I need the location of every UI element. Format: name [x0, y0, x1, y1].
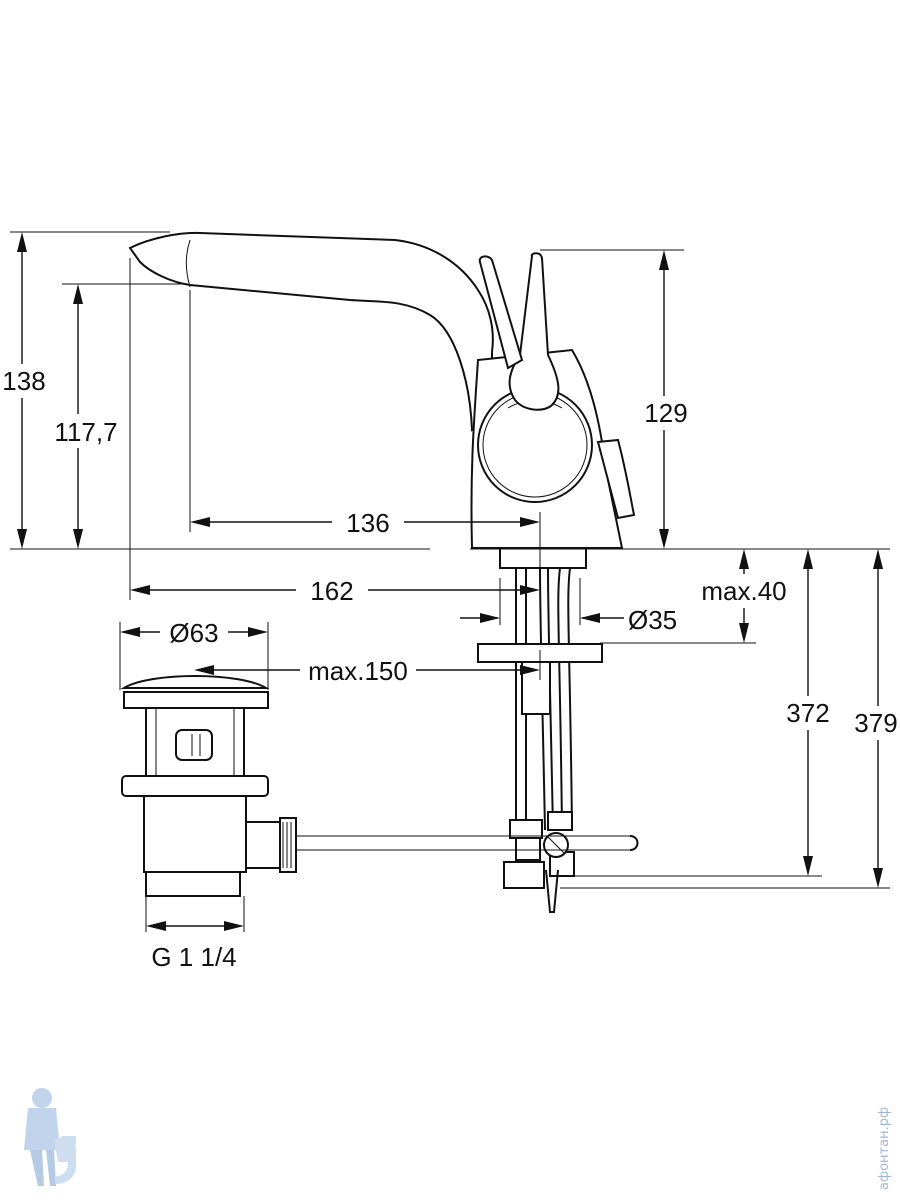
waste-slot [175, 729, 213, 761]
faucet-rear-button [596, 438, 636, 520]
dim-max150-label: max.150 [308, 656, 408, 686]
site-watermark: афонтан.рф [877, 1107, 892, 1190]
dim-372: 372 [780, 549, 836, 876]
dim-max40-label: max.40 [701, 576, 786, 606]
waste-assembly [120, 675, 297, 897]
plumber-mascot-logo [24, 1088, 76, 1186]
faucet-body [128, 231, 636, 913]
waste-outlet [145, 871, 241, 897]
waste-plug [120, 675, 270, 689]
dim-379: 379 [852, 549, 900, 888]
hose-fitting-right [547, 811, 573, 831]
faucet-lever [508, 252, 560, 411]
waste-nut [121, 775, 269, 797]
faucet-spout [128, 231, 494, 432]
dim-136: 136 [190, 506, 540, 540]
dim-117-7: 117,7 [46, 284, 122, 549]
dim-g114-label: G 1 1/4 [151, 942, 236, 972]
dim-g114: G 1 1/4 [146, 921, 244, 972]
extension-lines [10, 231, 890, 932]
dim-138: 138 [0, 232, 48, 549]
dim-35: Ø35 [460, 605, 677, 635]
dim-138-label: 138 [2, 366, 45, 396]
dim-117-7-label: 117,7 [54, 417, 117, 447]
dim-372-label: 372 [786, 698, 829, 728]
site-watermark-text: афонтан.рф [877, 1107, 892, 1190]
dim-162-label: 162 [310, 576, 353, 606]
dim-129-label: 129 [644, 398, 687, 428]
dim-35-label: Ø35 [628, 605, 677, 635]
dim-379-label: 379 [854, 708, 897, 738]
dim-63: Ø63 [120, 616, 268, 650]
pop-up-rod [296, 835, 639, 851]
dim-162: 162 [130, 574, 540, 608]
dim-136-label: 136 [346, 508, 389, 538]
dim-max40: max.40 [694, 549, 794, 643]
waste-flange-top [123, 691, 269, 709]
dim-129: 129 [640, 250, 692, 549]
waste-body-lower [143, 795, 247, 873]
dim-max150: max.150 [194, 654, 540, 688]
faucet-lever-tab [478, 255, 524, 370]
dim-63-label: Ø63 [169, 618, 218, 648]
waste-side-connector [245, 821, 283, 869]
faucet-base [499, 547, 587, 569]
hose-fitting-left [509, 819, 543, 839]
